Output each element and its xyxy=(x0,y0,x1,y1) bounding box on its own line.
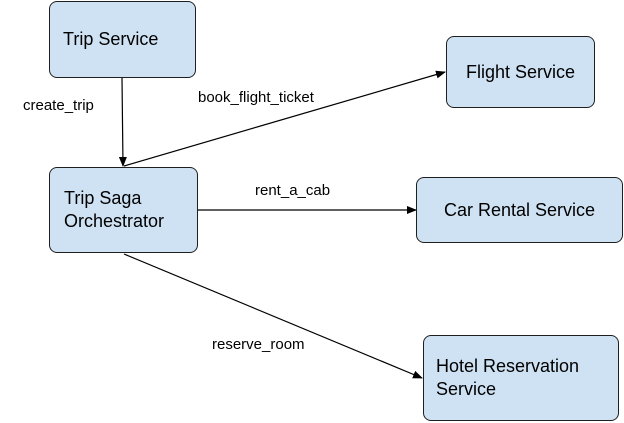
edge-reserve-room xyxy=(123,253,423,379)
node-flight-service: Flight Service xyxy=(446,36,595,108)
node-hotel-reservation-service-label: Hotel Reservation Service xyxy=(436,356,580,399)
edge-label-create-trip: create_trip xyxy=(23,97,94,114)
node-flight-service-label: Flight Service xyxy=(465,61,576,82)
node-car-rental-service-label: Car Rental Service xyxy=(443,199,596,220)
node-trip-service-label: Trip Service xyxy=(63,29,159,49)
node-car-rental-service: Car Rental Service xyxy=(416,177,623,243)
edge-label-book-flight-ticket: book_flight_ticket xyxy=(198,89,314,106)
edge-book-flight-ticket xyxy=(123,70,446,167)
edge-create-trip xyxy=(118,77,127,167)
edge-label-rent-a-cab: rent_a_cab xyxy=(255,182,331,199)
node-trip-saga-orchestrator: Trip Saga Orchestrator xyxy=(49,167,198,253)
node-hotel-reservation-service: Hotel Reservation Service xyxy=(423,335,619,421)
edge-label-reserve-room: reserve_room xyxy=(212,336,305,353)
node-trip-saga-orchestrator-label: Trip Saga Orchestrator xyxy=(64,188,165,231)
node-trip-service: Trip Service xyxy=(49,1,196,78)
